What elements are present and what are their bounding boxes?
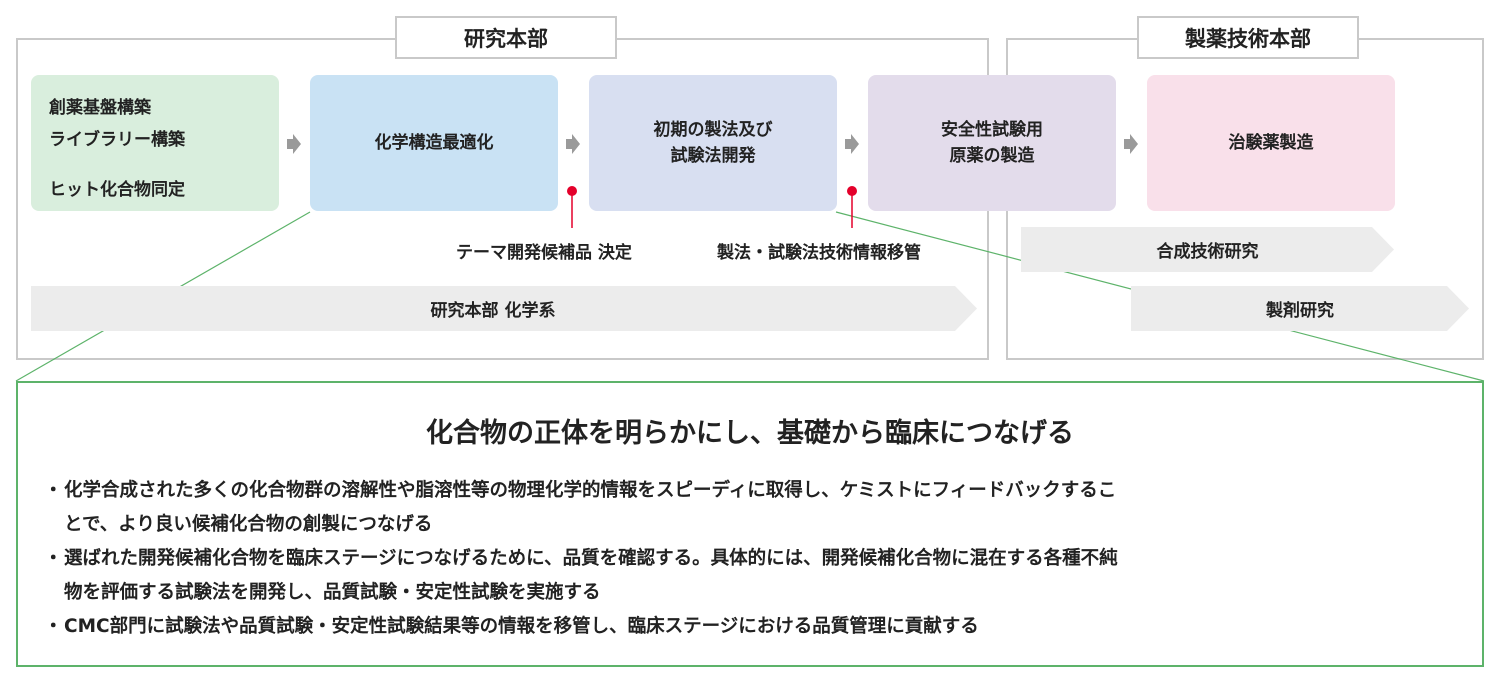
milestone-transfer-label: 製法・試験法技術情報移管 — [717, 243, 921, 263]
arrow-right-icon — [845, 134, 859, 154]
stage-safety-api-label: 安全性試験用 原薬の製造 — [941, 119, 1043, 166]
detail-panel — [16, 381, 1484, 667]
band-formulation-shape — [1131, 286, 1469, 331]
stage-discovery-line-2: ライブラリー構築 — [49, 130, 185, 150]
detail-bullet-2-line-1: 選ばれた開発候補化合物を臨床ステージにつなげるために、品質を確認する。具体的には… — [64, 548, 1118, 569]
band-formulation-label: 製剤研究 — [1266, 301, 1334, 321]
arrow-right-icon — [287, 134, 301, 154]
band-synthesis-tech-shape — [1021, 227, 1394, 272]
pharma-tech-division-label: 製薬技術本部 — [1137, 16, 1359, 59]
detail-content: 化合物の正体を明らかにし、基礎から臨床につなげる ・ 化学合成された多くの化合物… — [0, 381, 1500, 667]
stage-optimization-label: 化学構造最適化 — [374, 132, 494, 153]
arrow-right-icon — [566, 134, 580, 154]
milestone-candidate-label: テーマ開発候補品 決定 — [456, 243, 632, 263]
stage-discovery-line-1: 創薬基盤構築 — [49, 98, 151, 118]
research-division-label: 研究本部 — [395, 16, 617, 59]
bullet-marker: ・ — [44, 480, 63, 501]
detail-bullet-1-line-2: とで、より良い候補化合物の創製につなげる — [64, 514, 433, 535]
stage-initial-process-label: 初期の製法及び 試験法開発 — [653, 119, 773, 166]
detail-bullet-2: ・ 選ばれた開発候補化合物を臨床ステージにつなげるために、品質を確認する。具体的… — [42, 542, 1482, 610]
stage-optimization: 化学構造最適化 — [310, 75, 558, 211]
milestone-marker-candidate — [567, 186, 577, 228]
arrow-right-icon — [1124, 134, 1138, 154]
milestone-marker-transfer — [847, 186, 857, 228]
detail-bullet-3: ・ CMC部門に試験法や品質試験・安定性試験結果等の情報を移管し、臨床ステージに… — [42, 610, 1482, 644]
stage-discovery: 創薬基盤構築 ライブラリー構築 ヒット化合物同定 — [31, 75, 279, 211]
bullet-marker: ・ — [44, 548, 63, 569]
stage-safety-api: 安全性試験用 原薬の製造 — [868, 75, 1116, 211]
stage-initial-process: 初期の製法及び 試験法開発 — [589, 75, 837, 211]
bullet-marker: ・ — [44, 616, 63, 637]
band-research-chemistry-shape — [31, 286, 977, 331]
band-synthesis-tech-label: 合成技術研究 — [1156, 242, 1259, 262]
detail-title: 化合物の正体を明らかにし、基礎から臨床につなげる — [426, 418, 1074, 449]
stage-clinical-manufacturing-label: 治験薬製造 — [1228, 132, 1314, 153]
stage-clinical-manufacturing: 治験薬製造 — [1147, 75, 1395, 211]
detail-bullet-2-line-2: 物を評価する試験法を開発し、品質試験・安定性試験を実施する — [64, 582, 601, 603]
band-research-chemistry-label: 研究本部 化学系 — [430, 301, 556, 321]
detail-bullet-1-line-1: 化学合成された多くの化合物群の溶解性や脂溶性等の物理化学的情報をスピーディに取得… — [64, 480, 1117, 501]
stage-discovery-line-3: ヒット化合物同定 — [49, 180, 185, 200]
detail-bullet-3-line-1: CMC部門に試験法や品質試験・安定性試験結果等の情報を移管し、臨床ステージにおけ… — [64, 616, 979, 637]
detail-bullet-1: ・ 化学合成された多くの化合物群の溶解性や脂溶性等の物理化学的情報をスピーディに… — [42, 474, 1482, 542]
